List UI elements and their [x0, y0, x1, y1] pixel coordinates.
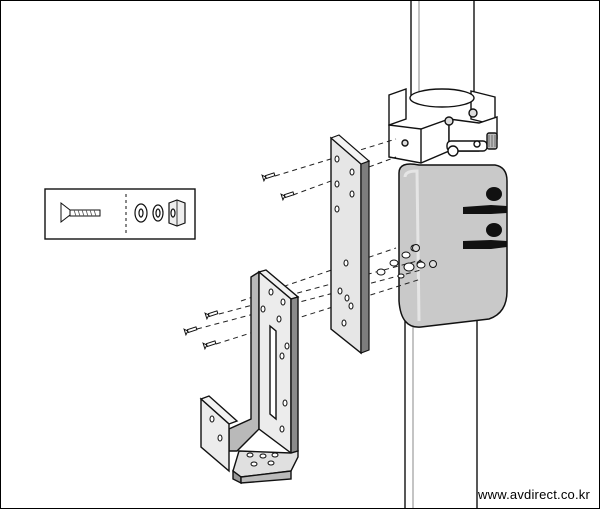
- washer: [376, 251, 426, 279]
- hex-nut: [412, 244, 437, 268]
- clamp: [388, 88, 498, 164]
- j-bracket: [199, 269, 300, 485]
- legend-washer-icon: [134, 203, 148, 223]
- assembly-guide-lines: [196, 138, 422, 345]
- website-url: www.avdirect.co.kr: [478, 487, 590, 502]
- parts-legend: [44, 188, 196, 240]
- legend-lock-washer-icon: [152, 204, 164, 222]
- pole: [404, 1, 478, 508]
- legend-hex-nut-icon: [168, 199, 186, 227]
- flat-plate: [329, 134, 371, 355]
- countersunk-screw: [183, 172, 295, 351]
- legend-screw-icon: [60, 201, 101, 224]
